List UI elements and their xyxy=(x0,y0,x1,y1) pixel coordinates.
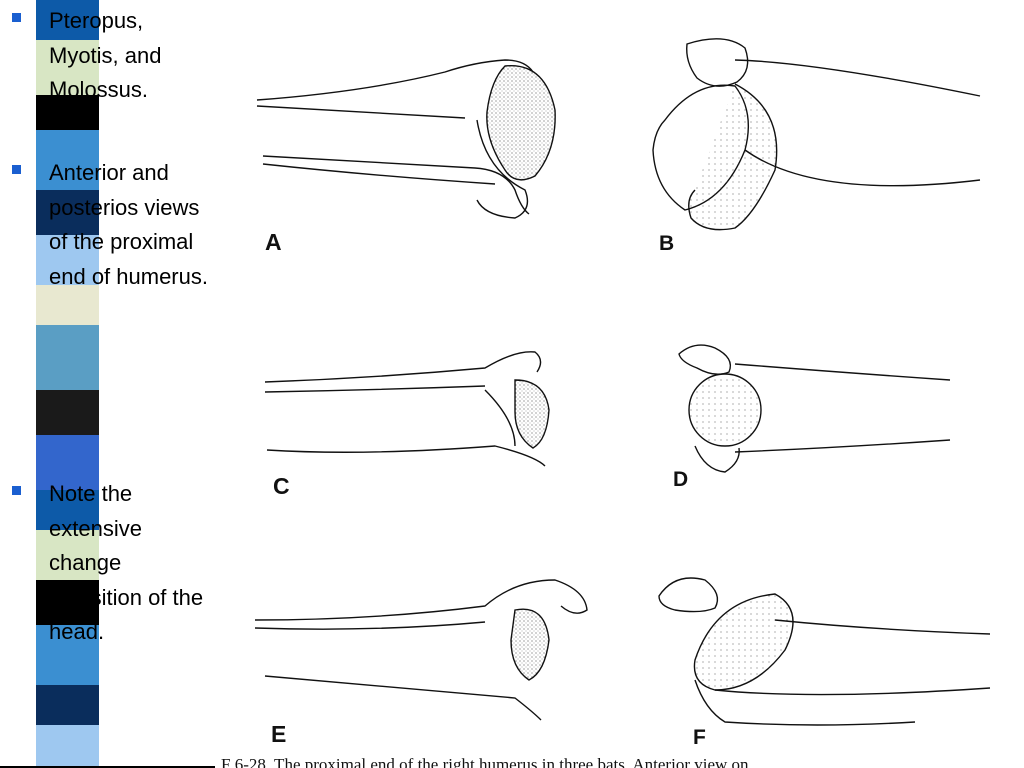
bullet-square-icon xyxy=(12,13,21,22)
stripe-segment xyxy=(36,490,99,530)
stripe-segment xyxy=(36,40,99,95)
stripe-segment xyxy=(36,625,99,685)
panel-label-a: A xyxy=(265,229,282,255)
bone-drawing-b xyxy=(652,38,981,231)
panel-label-c: C xyxy=(273,473,290,499)
bullet-list: Pteropus, Myotis, and Molossus. Anterior… xyxy=(0,0,215,768)
panel-label-d: D xyxy=(673,468,688,491)
stripe-segment xyxy=(36,130,99,190)
bullet-square-icon xyxy=(12,486,21,495)
bullet-text: Note the extensive change inposition of … xyxy=(49,481,204,644)
stripe-segment xyxy=(36,285,99,325)
stripe-segment xyxy=(36,0,99,40)
bottom-rule xyxy=(0,766,215,768)
stripe-segment xyxy=(36,95,99,130)
bone-drawing-a xyxy=(256,59,556,219)
bone-drawing-e xyxy=(254,579,588,721)
stripe-segment xyxy=(36,325,99,390)
bone-drawing-c xyxy=(264,351,550,467)
bone-drawing-f xyxy=(658,577,991,726)
stripe-segment xyxy=(36,390,99,435)
stripe-segment xyxy=(36,235,99,285)
stripe-segment xyxy=(36,685,99,725)
panel-label-f: F xyxy=(693,726,706,749)
figure-caption: F 6-28. The proximal end of the right hu… xyxy=(221,755,749,768)
bone-drawing-d xyxy=(678,344,951,473)
stripe-segment xyxy=(36,725,99,768)
bullet-square-icon xyxy=(12,165,21,174)
panel-label-b: B xyxy=(659,232,674,255)
stripe-segment xyxy=(36,435,99,490)
decorative-stripe-bar xyxy=(36,0,99,768)
humerus-figure: A B C D E F xyxy=(254,38,991,749)
bullet-text: Anterior and posterios views of the prox… xyxy=(49,160,208,289)
panel-label-e: E xyxy=(271,721,286,747)
stripe-segment xyxy=(36,530,99,580)
stripe-segment xyxy=(36,580,99,625)
stripe-segment xyxy=(36,190,99,235)
bullet-text: Pteropus, Myotis, and Molossus. xyxy=(49,8,162,102)
